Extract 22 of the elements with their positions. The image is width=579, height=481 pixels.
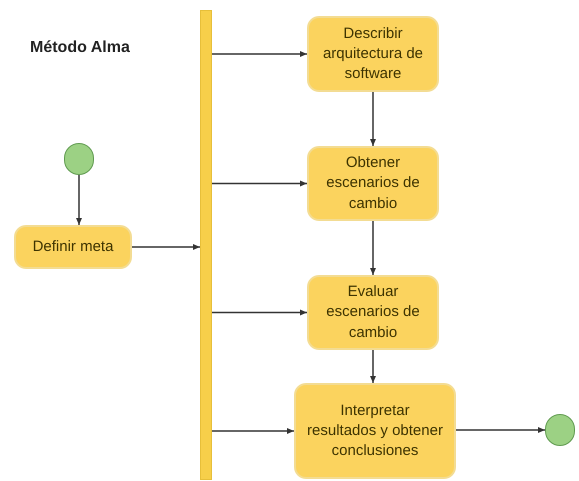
activity-box [307,275,439,350]
activity-label: Interpretar resultados y obtener conclusiones [306,400,444,462]
arrow [370,350,376,383]
activity-box [307,16,439,92]
activity-label: Describir arquitectura de software [322,24,424,84]
arrow [132,244,200,250]
arrow [76,175,82,225]
fork-bar [200,10,212,480]
activity-box [307,146,439,221]
activity-box [294,383,456,479]
arrow [212,428,294,434]
arrow [212,51,307,57]
arrow [212,310,307,316]
activity-label: Definir meta [32,236,114,257]
activity-box [14,225,132,269]
activity-label: Obtener escenarios de cambio [325,153,421,214]
arrow [370,92,376,146]
arrow [370,221,376,275]
arrow [212,180,307,186]
activity-label: Evaluar escenarios de cambio [325,282,421,343]
arrow [456,427,545,433]
diagram-title: Método Alma [30,38,130,58]
